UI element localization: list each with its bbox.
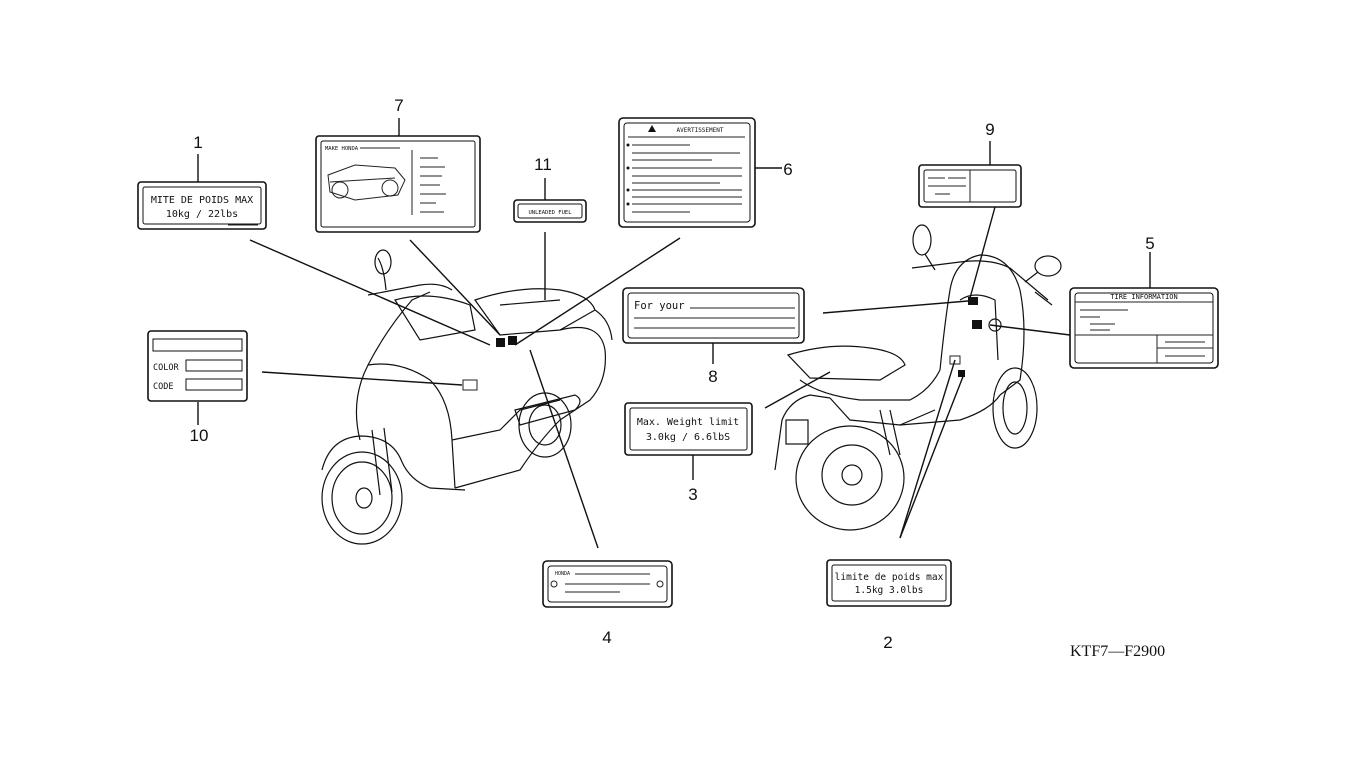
callout-3: 3 <box>688 485 697 504</box>
label-7-title: MAKE HONDA <box>325 146 359 152</box>
label-2-limite-de-poids: limite de poids max 1.5kg 3.0lbs <box>826 559 952 607</box>
label-10-color-code: COLOR CODE <box>147 330 248 402</box>
callout-5: 5 <box>1145 234 1154 253</box>
label-8-for-your: For your <box>622 287 805 344</box>
callout-9: 9 <box>985 120 994 139</box>
label-4-text: HONDA <box>555 571 570 577</box>
callout-2: 2 <box>883 633 892 652</box>
label-8-text: For your <box>634 300 685 312</box>
label-3-max-weight-limit: Max. Weight limit 3.0kg / 6.6lbS <box>624 402 753 456</box>
callout-8: 8 <box>708 367 717 386</box>
label-7-make-honda: MAKE HONDA <box>315 135 481 233</box>
drawing-code: KTF7—F2900 <box>1070 643 1165 660</box>
label-11-text: UNLEADED FUEL <box>528 210 572 216</box>
leader-lines <box>197 118 1151 549</box>
callout-6: 6 <box>783 160 792 179</box>
label-11-unleaded-fuel: UNLEADED FUEL <box>513 199 587 223</box>
callout-1: 1 <box>193 133 202 152</box>
label-5-title: TIRE INFORMATION <box>1110 293 1177 301</box>
label-1-line1: MITE DE POIDS MAX <box>151 195 253 206</box>
label-1-line2: 10kg / 22lbs <box>166 209 238 220</box>
callout-numbers: 1 2 3 4 5 6 7 8 9 10 11 <box>190 96 1155 652</box>
label-2-line2: 1.5kg 3.0lbs <box>855 585 924 596</box>
label-9-panel <box>918 164 1022 208</box>
label-4-honda-plate: HONDA <box>542 560 673 608</box>
callout-10: 10 <box>190 426 209 445</box>
label-6-title: AVERTISSEMENT <box>677 127 724 134</box>
label-6-avertissement: AVERTISSEMENT <box>618 117 756 228</box>
label-2-line1: limite de poids max <box>835 572 944 583</box>
label-1-weight-limit-fr: MITE DE POIDS MAX 10kg / 22lbs <box>137 181 267 230</box>
label-10-code: CODE <box>153 382 173 392</box>
label-10-color: COLOR <box>153 363 179 373</box>
label-3-line1: Max. Weight limit <box>637 417 739 428</box>
label-5-tire-information: TIRE INFORMATION <box>1069 287 1219 369</box>
scooter-left-illustration <box>321 249 613 545</box>
callout-4: 4 <box>602 628 611 647</box>
label-3-line2: 3.0kg / 6.6lbS <box>646 432 730 443</box>
callout-11: 11 <box>534 155 552 174</box>
callout-7: 7 <box>394 96 403 115</box>
scooter-right-illustration <box>774 224 1062 531</box>
